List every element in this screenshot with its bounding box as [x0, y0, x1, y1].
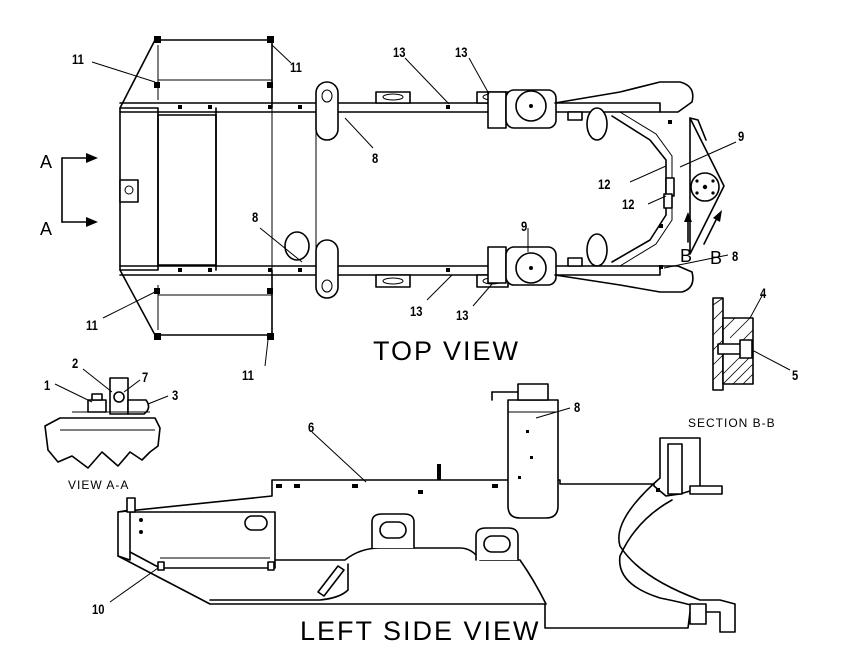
rail-bolts — [178, 105, 450, 272]
lower-side-rail — [119, 265, 661, 276]
view-aa-detail — [44, 368, 169, 469]
callout-5: 5 — [792, 368, 798, 383]
top-view — [61, 36, 725, 340]
section-bb-detail — [712, 293, 791, 391]
callout-2: 2 — [72, 356, 78, 371]
callout-13-top-right: 13 — [455, 45, 467, 60]
callout-9-lower: 9 — [521, 219, 527, 234]
view-aa-title: VIEW A-A — [68, 478, 129, 492]
section-arrows-bb — [684, 210, 722, 245]
wheel-hubs — [487, 89, 557, 286]
callout-10: 10 — [92, 602, 104, 617]
callout-11-top-right: 11 — [290, 60, 302, 75]
tow-hitch — [119, 179, 139, 203]
section-b-left: B — [680, 246, 694, 266]
callout-13-bottom-left: 13 — [410, 304, 422, 319]
rear-axle-plate — [689, 117, 725, 255]
upper-side-rail — [119, 102, 661, 113]
callout-13-top-left: 13 — [393, 45, 405, 60]
lifting-eyes — [284, 81, 339, 299]
callout-7: 7 — [142, 370, 148, 385]
callout-8-side: 8 — [574, 400, 580, 415]
callout-11-bottom-left: 11 — [86, 318, 98, 333]
section-b-right: B — [710, 248, 724, 268]
top-view-leaders — [91, 44, 737, 367]
side-rail-profile — [117, 437, 736, 633]
section-bb-title: SECTION B-B — [688, 416, 776, 430]
callout-8-lower-left: 8 — [252, 210, 258, 225]
callout-9-upper: 9 — [738, 129, 744, 144]
front-bumper-outline — [119, 39, 273, 336]
side-rail-bolts — [276, 430, 660, 494]
top-view-title: TOP VIEW — [373, 336, 520, 366]
callout-8-upper: 8 — [372, 151, 378, 166]
left-side-view — [109, 383, 736, 633]
callout-12-lower: 12 — [622, 197, 634, 212]
rear-frame — [554, 81, 725, 293]
front-inner-box — [157, 114, 217, 266]
left-side-view-title: LEFT SIDE VIEW — [300, 616, 541, 646]
section-a-lower: A — [40, 219, 54, 239]
callout-12-upper: 12 — [598, 177, 610, 192]
callout-13-bottom-right: 13 — [456, 308, 468, 323]
callout-1: 1 — [44, 378, 50, 393]
callout-11-top-left: 11 — [72, 52, 84, 67]
section-arrows-aa — [61, 153, 98, 227]
callout-3: 3 — [172, 388, 178, 403]
callout-11-bottom-right: 11 — [242, 368, 254, 383]
section-a-upper: A — [40, 152, 54, 172]
callout-6: 6 — [308, 420, 314, 435]
callout-8-lower-right: 8 — [732, 249, 738, 264]
callout-4: 4 — [760, 286, 766, 301]
